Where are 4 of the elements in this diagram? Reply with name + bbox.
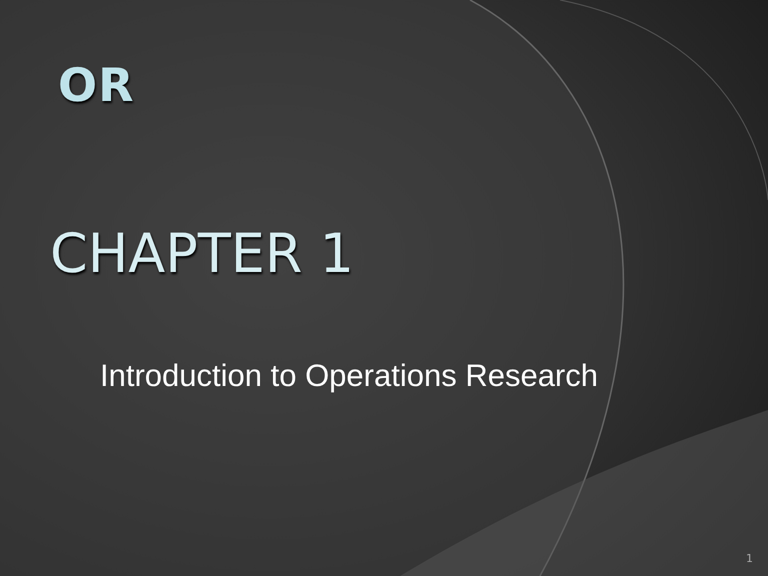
page-number: 1 xyxy=(746,552,753,565)
subtitle: Introduction to Operations Research xyxy=(100,358,598,394)
chapter-heading: CHAPTER 1 xyxy=(50,222,354,285)
slide-title: OR xyxy=(58,58,135,112)
